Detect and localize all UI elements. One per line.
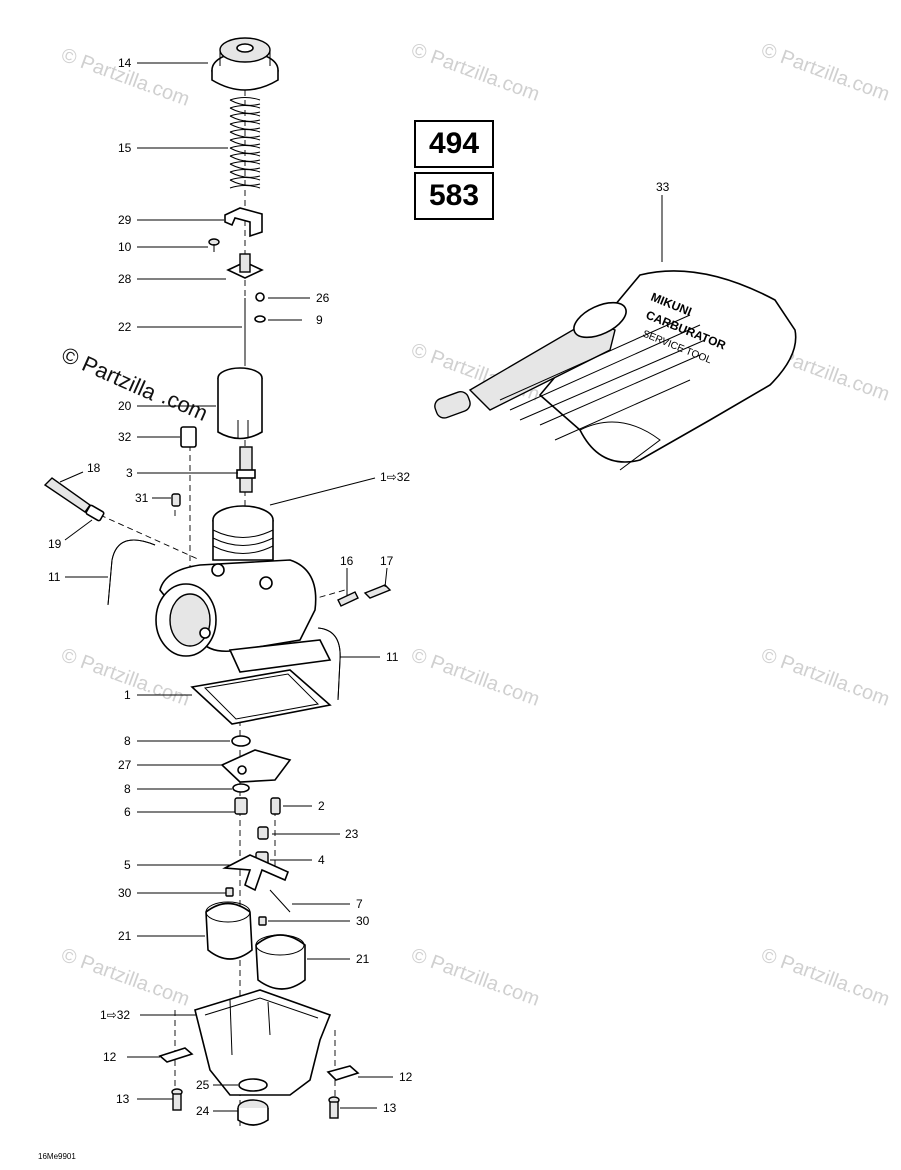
callout: 1: [124, 688, 131, 702]
callout: 4: [318, 853, 325, 867]
carburetor-tool-kit: MIKUNI CARBURATOR SERVICE TOOL: [434, 270, 797, 471]
callout: 3: [126, 466, 133, 480]
model-494-label: 494: [428, 127, 480, 160]
throttle-slide: [217, 367, 263, 440]
callout: 24: [196, 1104, 210, 1118]
watermark-prominent-line2: .com: [158, 384, 212, 426]
idle-adjust-screw: [363, 584, 392, 599]
jet-plate: [220, 749, 292, 783]
float-pin-screw: [225, 887, 234, 897]
callout: 17: [380, 554, 394, 568]
callout: 25: [196, 1078, 210, 1092]
bowl-screw: [171, 1088, 183, 1111]
bowl-clip: [158, 1047, 194, 1063]
main-jet: [257, 826, 269, 840]
callout: 21: [118, 929, 132, 943]
callout: 15: [118, 141, 132, 155]
callout: 22: [118, 320, 132, 334]
callout: 1⇨32: [380, 470, 410, 484]
model-583-label: 583: [428, 179, 480, 212]
watermark: © Partzilla.com: [408, 39, 542, 106]
callout: 28: [118, 272, 132, 286]
pilot-jet: [270, 797, 281, 815]
callout: 13: [383, 1101, 397, 1115]
float-pin-screw: [258, 916, 267, 926]
air-screw-spring: [85, 504, 105, 522]
drain-plug: [237, 1099, 269, 1126]
callout: 8: [124, 782, 131, 796]
callout: 16: [340, 554, 354, 568]
watermark: © Partzilla.com: [408, 944, 542, 1011]
callout: 20: [118, 399, 132, 413]
bowl-screw: [328, 1096, 340, 1119]
callout: 8: [124, 734, 131, 748]
needle-retainer: [226, 253, 264, 279]
callout: 14: [118, 56, 132, 70]
float-bowl: [194, 989, 332, 1096]
drain-o-ring: [238, 1078, 268, 1092]
pilot-jet-small: [171, 493, 181, 507]
watermark: © Partzilla.com: [758, 944, 892, 1011]
slide-cylinder: [180, 426, 197, 448]
callout: 13: [116, 1092, 130, 1106]
idle-screw-spring: [337, 591, 359, 607]
vent-hose: [317, 627, 341, 701]
watermark: © Partzilla.com: [758, 39, 892, 106]
callout: 9: [316, 313, 323, 327]
callout: 26: [316, 291, 330, 305]
callout: 30: [356, 914, 370, 928]
needle-jet: [236, 446, 256, 493]
callout: 5: [124, 858, 131, 872]
callout: 18: [87, 461, 101, 475]
washer: [254, 315, 266, 323]
callout: 6: [124, 805, 131, 819]
float-pin: [269, 889, 291, 913]
carb-cap: [211, 37, 279, 91]
callout: 31: [135, 491, 149, 505]
callout: 2: [318, 799, 325, 813]
callout: 21: [356, 952, 370, 966]
e-clip: [255, 292, 265, 302]
model-583-box: 583: [414, 172, 494, 220]
carburetor-body: [155, 505, 332, 673]
callout: 12: [399, 1070, 413, 1084]
vent-hose: [107, 539, 156, 606]
watermark: © Partzilla.com: [58, 944, 192, 1011]
callout: 23: [345, 827, 359, 841]
plate-screw: [208, 238, 220, 252]
callout-labels: 14 15 29 10 28 26 9 22 20 32 3 1⇨32 18 3…: [48, 56, 670, 1118]
float-bowl-gasket: [190, 669, 332, 725]
throttle-spring: [229, 97, 261, 189]
callout: 27: [118, 758, 132, 772]
callout: 12: [103, 1050, 117, 1064]
callout: 10: [118, 240, 132, 254]
float: [205, 901, 253, 960]
callout: 1⇨32: [100, 1008, 130, 1022]
float: [255, 934, 306, 990]
callout: 29: [118, 213, 132, 227]
callout: 33: [656, 180, 670, 194]
callout: 11: [386, 650, 399, 664]
needle-jet-holder: [234, 797, 248, 815]
callout: 30: [118, 886, 132, 900]
leader-lines: [59, 62, 663, 1112]
callout: 32: [118, 430, 132, 444]
watermark-prominent-line1: © Partzilla: [58, 342, 161, 406]
callout: 19: [48, 537, 62, 551]
callout: 11: [48, 570, 61, 584]
watermark: © Partzilla.com: [408, 644, 542, 711]
air-screw: [43, 477, 91, 513]
needle-clip-plate: [224, 207, 263, 238]
watermark-prominent: © Partzilla .com: [58, 342, 212, 426]
callout: 7: [356, 897, 363, 911]
float-arm: [222, 854, 290, 892]
bowl-clip: [326, 1065, 360, 1081]
drawing-code: 16Me9901: [38, 1152, 76, 1161]
watermark: © Partzilla.com: [758, 644, 892, 711]
watermark: © Partzilla.com: [58, 44, 192, 111]
model-494-box: 494: [414, 120, 494, 168]
o-ring: [232, 783, 250, 793]
o-ring: [231, 735, 251, 747]
